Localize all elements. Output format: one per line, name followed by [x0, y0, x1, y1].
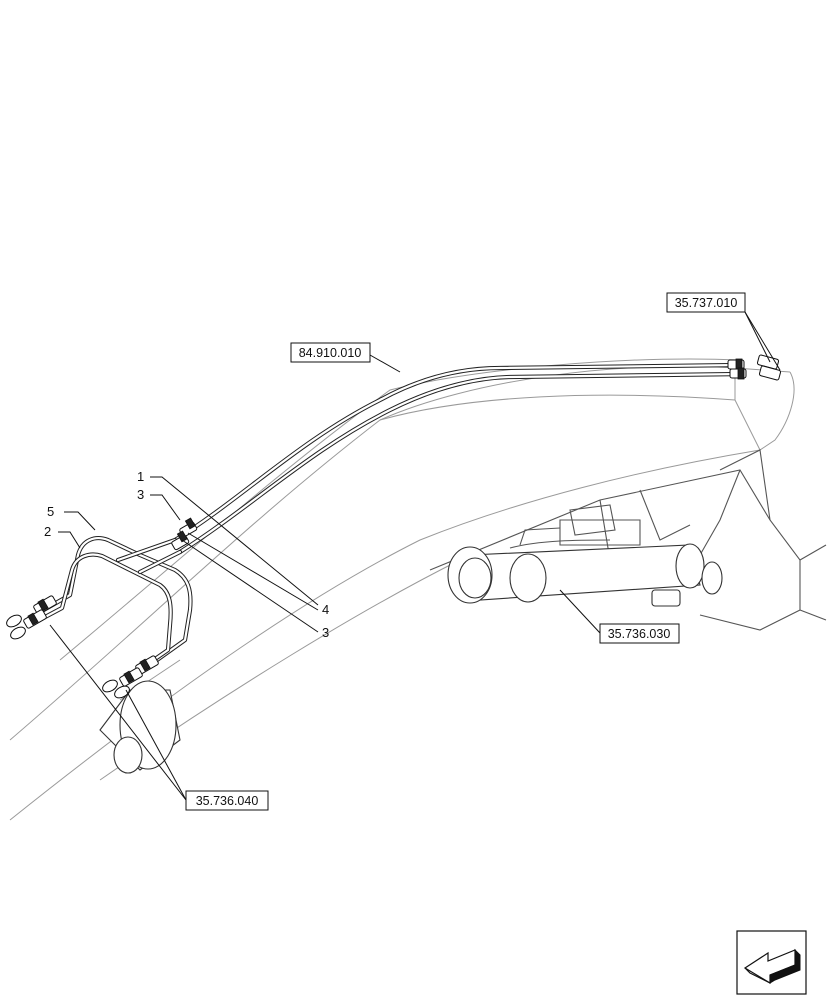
reference-35736030[interactable]: 35.736.030	[599, 623, 680, 644]
reference-label: 84.910.010	[299, 346, 362, 360]
fittings	[6, 354, 782, 699]
callout-4: 4	[322, 602, 329, 617]
main-pipes	[172, 362, 745, 555]
reference-84910010[interactable]: 84.910.010	[290, 342, 371, 363]
reference-35736040[interactable]: 35.736.040	[185, 790, 269, 811]
reference-label: 35.737.010	[675, 296, 738, 310]
fitting-right-top	[727, 358, 747, 380]
fitting-upper-b	[171, 530, 190, 551]
callout-2: 2	[44, 524, 51, 539]
reference-35737010[interactable]: 35.737.010	[666, 292, 746, 313]
fitting-right-end	[756, 354, 782, 381]
callout-numbers: 1 3 5 2 4 3	[44, 469, 329, 640]
bent-pipes	[27, 536, 193, 678]
hydraulic-cylinder	[447, 504, 723, 607]
linkage-structure	[429, 449, 827, 631]
callout-1: 1	[137, 469, 144, 484]
fitting-lower-ends	[102, 655, 159, 699]
fitting-left-ends	[6, 595, 57, 640]
leader-lines	[49, 311, 781, 801]
reference-label: 35.736.040	[196, 794, 259, 808]
callout-3-lower: 3	[322, 625, 329, 640]
lower-pin-bracket	[99, 680, 181, 774]
callout-3-upper: 3	[137, 487, 144, 502]
arrow-back-icon[interactable]	[736, 930, 807, 995]
callout-5: 5	[47, 504, 54, 519]
reference-label: 35.736.030	[608, 627, 671, 641]
